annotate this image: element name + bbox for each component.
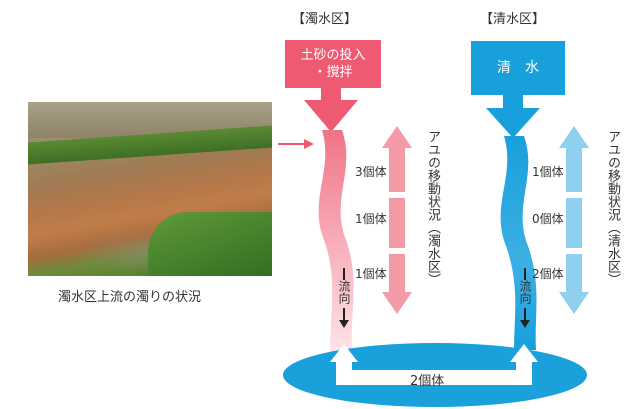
clear-count-3: 2個体 xyxy=(532,267,564,281)
turbid-head-stem xyxy=(321,88,341,102)
photo-pointer-head xyxy=(304,139,314,149)
clear-source-box: 清 水 xyxy=(471,41,565,95)
clear-source-label: 清 水 xyxy=(497,59,539,76)
turbid-source-box: 土砂の投入 ・撹拌 xyxy=(285,40,381,88)
turbid-upstream-photo xyxy=(28,102,272,276)
clear-movement-label: アユの移動状況（清水区） xyxy=(605,130,620,286)
turbid-flow-arrowhead xyxy=(339,320,349,328)
clear-move-arrow-down xyxy=(559,254,589,314)
turbid-count-1: 3個体 xyxy=(355,165,387,179)
clear-count-2: 0個体 xyxy=(532,212,564,226)
pond-channel xyxy=(336,357,532,385)
clear-count-1: 1個体 xyxy=(532,165,564,179)
turbid-count-3: 1個体 xyxy=(355,267,387,281)
turbid-stream xyxy=(318,130,354,352)
pond-count: 2個体 xyxy=(410,374,445,389)
turbid-flow-label: 流向 xyxy=(337,280,351,304)
clear-move-arrow-up xyxy=(559,126,589,192)
photo-grass-bottom xyxy=(148,212,272,276)
turbid-move-arrow-down xyxy=(382,254,412,314)
pond-left-up-arrow xyxy=(330,344,358,362)
turbid-move-arrow-up xyxy=(382,126,412,192)
turbid-zone-title: 【濁水区】 xyxy=(292,12,358,27)
turbid-count-2: 1個体 xyxy=(355,212,387,226)
turbid-source-line1: 土砂の投入 xyxy=(300,48,366,63)
clear-head-stem xyxy=(503,94,523,110)
turbid-move-bar-mid xyxy=(389,198,405,248)
clear-flow-label: 流向 xyxy=(518,280,532,304)
clear-stream xyxy=(500,136,537,350)
photo-caption: 濁水区上流の濁りの状況 xyxy=(58,290,202,305)
turbid-source-line2: ・撹拌 xyxy=(313,65,353,80)
clear-head-arrow xyxy=(486,108,540,138)
turbid-head-arrow xyxy=(304,100,358,132)
turbid-movement-label: アユの移動状況（濁水区） xyxy=(425,130,440,286)
clear-zone-title: 【清水区】 xyxy=(480,12,546,27)
clear-flow-arrowhead xyxy=(520,320,530,328)
pond-right-up-arrow xyxy=(510,344,538,362)
clear-move-bar-mid xyxy=(566,198,582,248)
